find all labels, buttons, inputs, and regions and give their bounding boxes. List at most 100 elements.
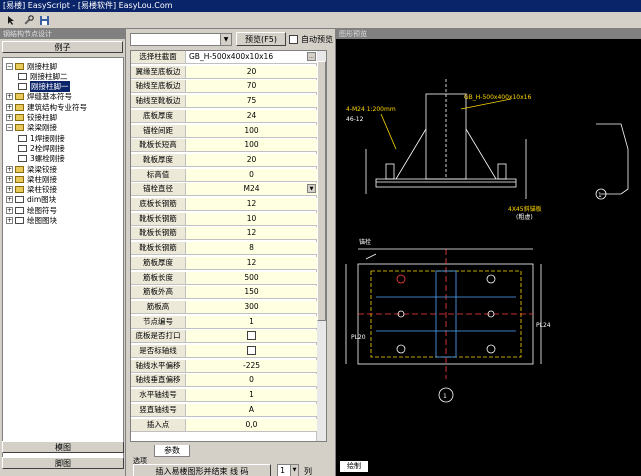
parameter-value[interactable]: A (186, 403, 317, 416)
save-icon[interactable] (38, 13, 51, 27)
parameter-value[interactable]: 8 (186, 242, 317, 255)
tree-item[interactable]: 2栓焊刚接 (18, 143, 65, 153)
parameter-value[interactable]: 75 (186, 95, 317, 108)
parameter-value[interactable]: 1 (186, 315, 317, 328)
expand-icon[interactable]: + (6, 103, 13, 111)
insert-run-button[interactable]: 插入易楼图形并结束 线 码 (133, 464, 271, 476)
expand-icon[interactable]: + (6, 206, 13, 214)
library-tree[interactable]: −刚接柱脚刚接柱脚二刚接柱脚一+焊缝基本符号+建筑结构专业符号+铰接柱脚−梁梁刚… (2, 57, 124, 469)
parameter-value[interactable]: 20 (186, 65, 317, 78)
parameter-value[interactable]: 0 (186, 374, 317, 387)
tree-item[interactable]: +绘图符号 (6, 205, 57, 215)
parameter-value[interactable]: 10 (186, 212, 317, 225)
chevron-down-icon[interactable]: ▼ (290, 465, 298, 476)
tree-item[interactable]: +梁柱刚接 (6, 174, 57, 184)
parameter-key: 选择柱截面 (131, 51, 186, 63)
parameter-value[interactable]: 12 (186, 256, 317, 269)
ellipsis-icon[interactable]: … (307, 52, 316, 61)
tree-item-label: dim图块 (27, 195, 57, 205)
tab-draw[interactable]: 绘制 (340, 461, 368, 472)
parameter-checkbox[interactable] (247, 346, 256, 355)
tab-model[interactable]: 模图 (2, 441, 124, 453)
parameter-value[interactable]: GB_H-500x400x10x16… (186, 51, 317, 63)
expand-icon[interactable]: + (6, 217, 13, 224)
expand-icon[interactable]: + (6, 175, 13, 183)
wrench-tool-icon[interactable] (22, 13, 35, 27)
tree-item[interactable]: −梁梁刚接 (6, 123, 57, 133)
expand-icon[interactable]: + (6, 186, 13, 194)
tree-item[interactable]: +建筑结构专业符号 (6, 102, 87, 112)
expand-icon[interactable]: + (6, 196, 13, 204)
expand-icon[interactable]: + (6, 114, 13, 121)
parameter-value-text: 12 (246, 257, 257, 267)
tree-item[interactable]: +焊缝基本符号 (6, 92, 72, 102)
chevron-down-icon[interactable]: ▼ (220, 34, 231, 45)
bolt-left (385, 163, 395, 180)
expand-icon[interactable]: + (6, 93, 13, 101)
tree-item[interactable]: +铰接柱脚 (6, 113, 57, 123)
parameter-value[interactable]: M24▼ (186, 183, 317, 196)
preview-panel: 图形预览 (335, 29, 641, 476)
auto-preview-toggle[interactable]: 自动预览 (289, 34, 333, 45)
parameter-value[interactable] (186, 330, 317, 343)
parameter-value[interactable]: 12 (186, 198, 317, 210)
parameter-value-text: 8 (249, 243, 254, 253)
tab-parameters[interactable]: 参数 (154, 445, 190, 457)
cad-preview-canvas[interactable]: GB_H-500x400x10x16 4-M24 1:200mm 46-12 4… (336, 39, 641, 459)
parameter-value[interactable]: 70 (186, 80, 317, 93)
parameter-value[interactable]: -225 (186, 359, 317, 372)
parameter-row: 底板是否打口 (131, 330, 317, 344)
parameter-value[interactable]: 1 (186, 389, 317, 402)
tree-item[interactable]: 刚接柱脚二 (18, 71, 68, 81)
tree-item[interactable]: + dim图块 (6, 195, 56, 205)
auto-preview-checkbox[interactable] (289, 35, 298, 44)
collapse-icon[interactable]: − (6, 62, 13, 70)
parameter-key: 底板长钢筋 (131, 198, 186, 210)
tree-item[interactable]: 刚接柱脚一 (18, 81, 70, 93)
parameter-value[interactable]: 12 (186, 227, 317, 240)
parameter-checkbox[interactable] (247, 331, 256, 341)
folder-icon (15, 93, 24, 101)
parameter-value[interactable]: 150 (186, 286, 317, 299)
web-plan (435, 270, 457, 358)
scroll-thumb[interactable] (317, 61, 326, 321)
chevron-down-icon[interactable]: ▼ (307, 184, 316, 194)
arrow-tool-icon[interactable] (6, 13, 19, 27)
column-count-spinner[interactable]: 1 ▼ (277, 464, 299, 476)
tab-script[interactable]: 脚图 (2, 457, 124, 469)
parameter-key: 靴板长钢筋 (131, 242, 186, 255)
script-combo[interactable]: ▼ (130, 33, 232, 46)
parameter-value[interactable] (186, 345, 317, 357)
preview-button[interactable]: 预览(F5) (236, 32, 286, 46)
parameter-key: 竖直轴线号 (131, 403, 186, 416)
tree-item[interactable]: 1焊接刚接 (18, 133, 65, 143)
tab-examples[interactable]: 例子 (2, 41, 123, 53)
collapse-icon[interactable]: − (6, 124, 13, 132)
parameter-value[interactable]: 500 (186, 271, 317, 284)
parameter-scrollbar[interactable] (316, 51, 326, 441)
expand-icon[interactable]: + (6, 165, 13, 173)
parameter-value-text: 12 (246, 199, 257, 208)
parameter-value-text: 1 (249, 316, 254, 326)
tree-item[interactable]: +梁柱铰接 (6, 185, 57, 195)
parameter-value[interactable]: 100 (186, 124, 317, 137)
parameter-value[interactable]: 100 (186, 139, 317, 152)
parameter-value[interactable]: 0,0 (186, 418, 317, 431)
auto-preview-label: 自动预览 (301, 35, 333, 44)
parameter-key: 轴线至底板边 (131, 80, 186, 93)
tree-item[interactable]: +梁梁铰接 (6, 164, 57, 174)
tree-item[interactable]: 3螺栓刚接 (18, 154, 65, 164)
parameter-value[interactable]: 0 (186, 168, 317, 181)
parameter-value-text: 150 (244, 287, 259, 297)
parameter-value[interactable]: 300 (186, 300, 317, 313)
options-group: 选项 插入易楼图形并结束 线 码 1 ▼ 列 (130, 457, 330, 476)
parameter-value[interactable]: 24 (186, 109, 317, 122)
tree-item[interactable]: +绘图图块 (6, 216, 57, 226)
parameter-value[interactable]: 20 (186, 153, 317, 166)
tree-item[interactable]: −刚接柱脚 (6, 61, 57, 71)
